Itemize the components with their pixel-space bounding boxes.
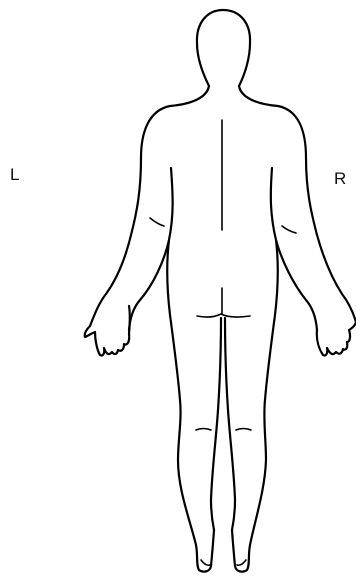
left-knee-mark [196,429,211,431]
head-outline [197,10,250,86]
right-hand [317,322,356,356]
right-heel [237,560,246,565]
right-outer-leg [232,240,278,572]
left-outer-leg [167,240,214,572]
left-heel [201,560,210,565]
left-elbow-mark [150,218,164,226]
right-inner-leg [225,318,235,530]
inner-arm-left [129,168,173,330]
body-outline-left [90,86,209,326]
gluteal-fold [197,314,250,317]
left-inner-leg [211,318,221,530]
right-knee-mark [236,429,251,431]
right-elbow-mark [282,226,296,233]
left-hand [85,306,130,356]
